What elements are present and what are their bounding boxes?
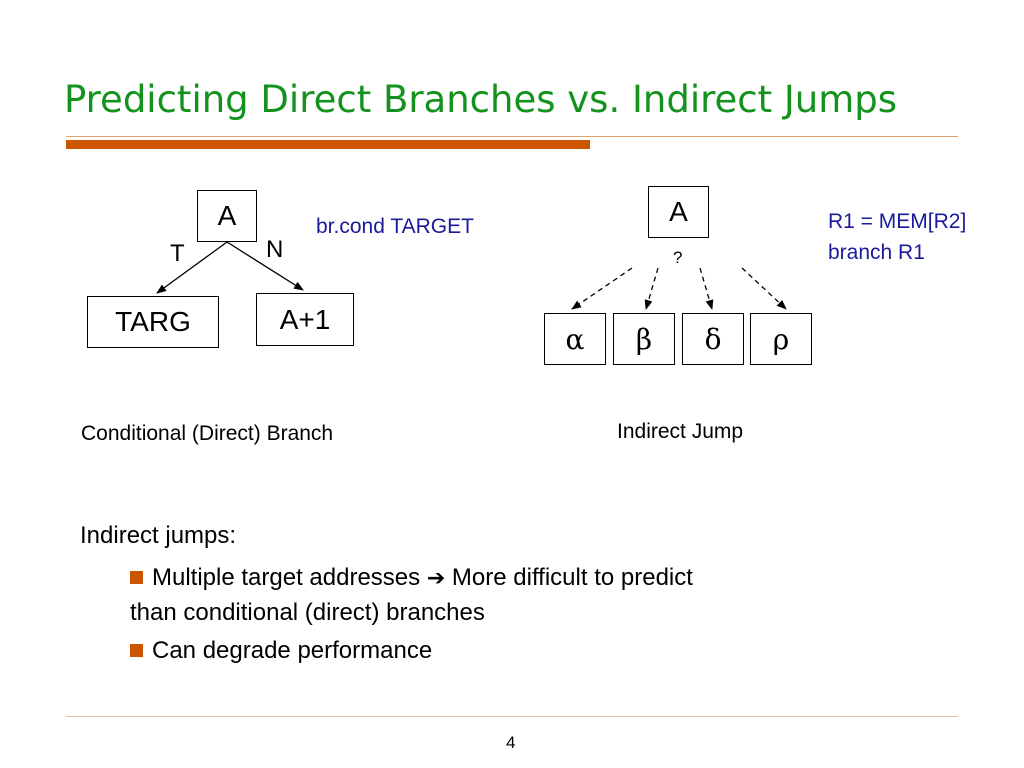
not-taken-label: N (266, 236, 284, 263)
indirect-edge-rho (741, 267, 787, 310)
right-arrow-icon: ➔ (426, 566, 446, 591)
bullet-item-1: Multiple target addresses ➔ More difficu… (130, 561, 693, 630)
target-beta: β (613, 313, 675, 365)
target-alpha: α (544, 313, 606, 365)
not-taken-edge (226, 241, 304, 291)
target-rho: ρ (750, 313, 812, 365)
bullet-item-2: Can degrade performance (130, 634, 432, 668)
target-delta: δ (682, 313, 744, 365)
indirect-node-a: A (648, 186, 709, 238)
indirect-edge-alpha (571, 267, 633, 310)
indirect-edge-delta (699, 267, 714, 310)
slide-title: Predicting Direct Branches vs. Indirect … (64, 78, 898, 121)
direct-node-targ: TARG (87, 296, 219, 348)
indirect-question-mark: ? (673, 248, 683, 267)
title-rule-thin (66, 136, 958, 137)
page-number: 4 (506, 733, 516, 752)
footer-rule (66, 716, 958, 717)
taken-edge (156, 241, 228, 294)
bullet-square-icon (130, 644, 143, 657)
direct-caption: Conditional (Direct) Branch (81, 422, 334, 445)
taken-label: T (170, 240, 185, 267)
bullet-item-1-text: Multiple target addresses (152, 564, 421, 591)
bullet-square-icon (130, 571, 143, 584)
bullet-item-1-text-line2: than conditional (direct) branches (130, 599, 485, 626)
indirect-instruction-line2: branch R1 (828, 241, 925, 264)
indirect-caption: Indirect Jump (617, 420, 744, 443)
direct-instruction: br.cond TARGET (316, 215, 474, 238)
bullets-heading: Indirect jumps: (80, 522, 237, 549)
indirect-instruction-line1: R1 = MEM[R2] (828, 210, 967, 233)
indirect-edge-beta (644, 267, 659, 310)
bullet-item-1-text-cont: More difficult to predict (451, 564, 693, 591)
title-rule-thick (66, 140, 590, 149)
bullet-item-2-text: Can degrade performance (152, 637, 433, 664)
direct-node-fallthrough: A+1 (256, 293, 354, 346)
direct-node-a: A (197, 190, 257, 242)
